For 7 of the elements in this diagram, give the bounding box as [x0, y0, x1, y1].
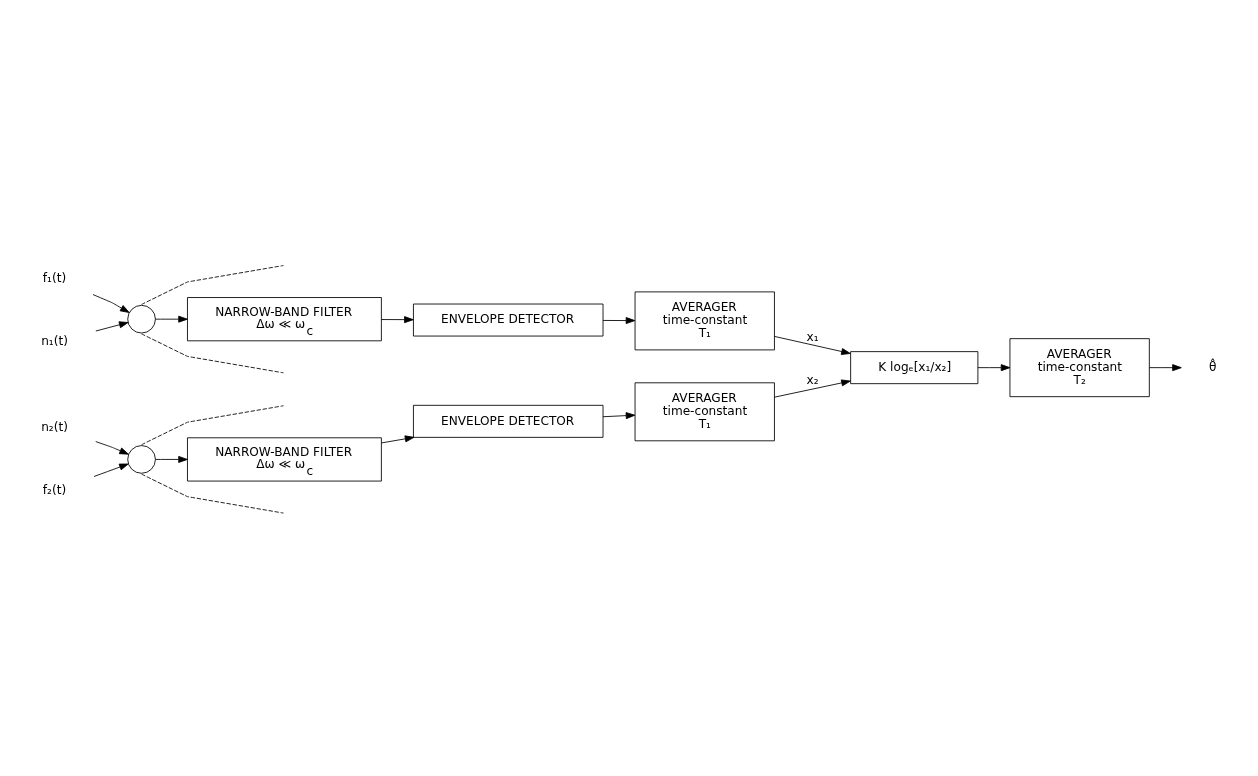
- node-text: θ̂: [1209, 359, 1217, 374]
- node-text: f₂(t): [42, 482, 67, 497]
- edge-label: x₂: [806, 373, 819, 388]
- edge-label: x₁: [806, 329, 819, 344]
- node-text: n₂(t): [41, 419, 68, 434]
- node-text: f₁(t): [42, 270, 67, 285]
- node-text: n₁(t): [41, 333, 68, 348]
